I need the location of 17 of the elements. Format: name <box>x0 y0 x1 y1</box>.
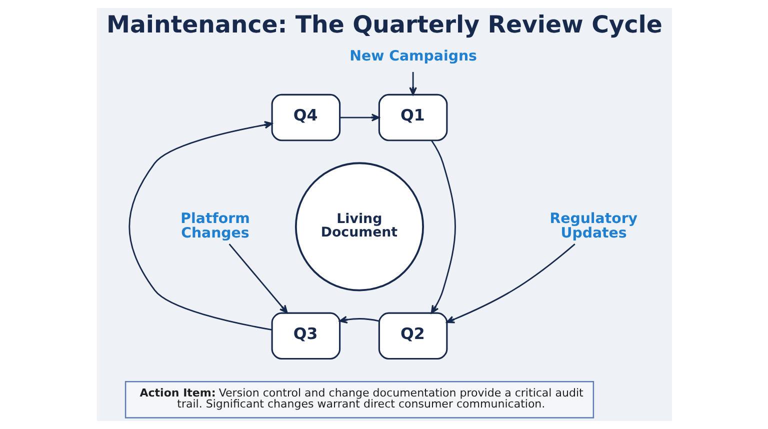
node-box: Q2 <box>378 312 448 360</box>
arrow <box>228 244 288 314</box>
arrow <box>430 140 456 314</box>
arrow <box>446 244 575 324</box>
node-box: Q4 <box>270 94 340 142</box>
node-box: Action Item: Version control and change documentation provide a critical audit trail. Significant changes warrant direct consumer communication. <box>124 380 594 418</box>
arrow <box>339 114 380 122</box>
node-circle: Living Document <box>294 162 424 292</box>
node-text: New Campaigns <box>349 48 476 64</box>
arrow <box>128 121 272 330</box>
node-text: Platform Changes <box>180 211 250 242</box>
node-text: Regulatory Updates <box>549 211 638 242</box>
arrow <box>408 72 416 96</box>
node-box: Q3 <box>270 312 340 360</box>
arrow <box>338 316 379 324</box>
node-box: Q1 <box>378 94 448 142</box>
diagram-title: Maintenance: The Quarterly Review Cycle <box>106 10 662 38</box>
